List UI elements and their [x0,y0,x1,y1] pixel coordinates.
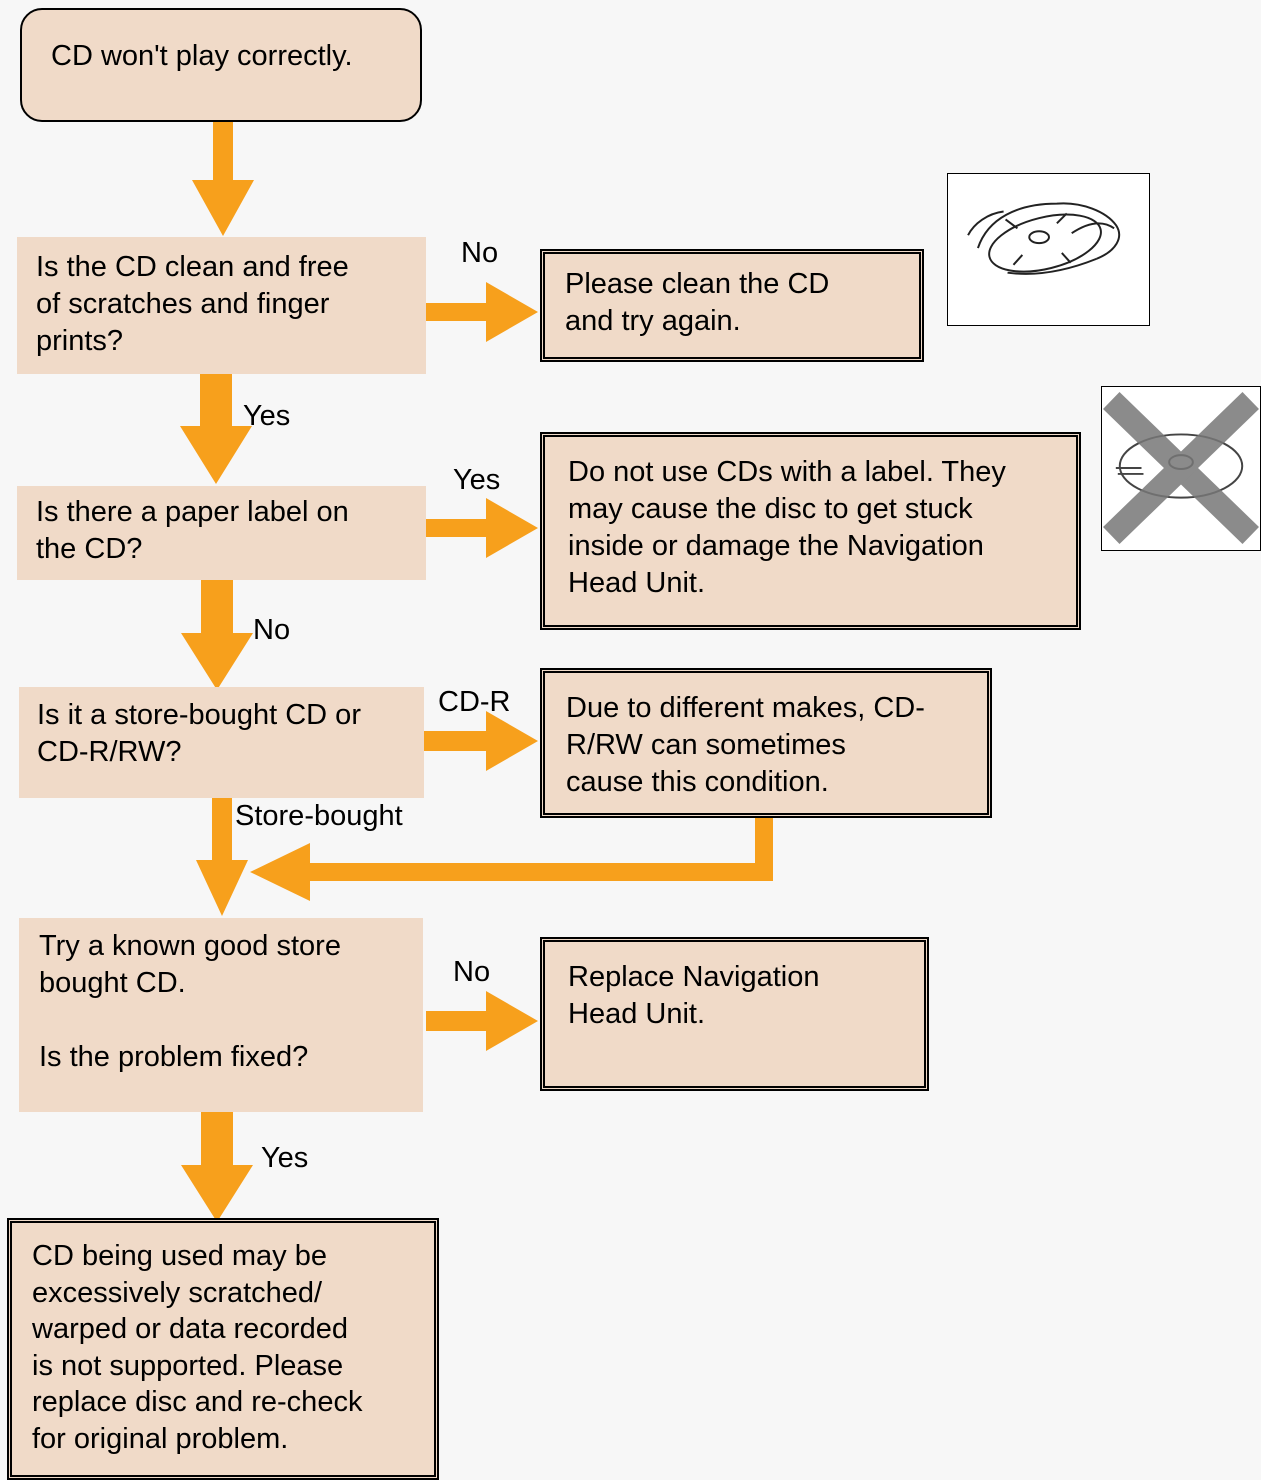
edge-label-type-store: Store-bought [235,800,403,832]
arrow-cdr-return [250,817,773,901]
result-type: Due to different makes, CD- R/RW can som… [540,668,992,818]
result-clean: Please clean the CD and try again. [540,249,924,362]
edge-label-label-yes: Yes [453,464,501,496]
edge-label-clean-yes: Yes [243,400,291,432]
question-label: Is there a paper label on the CD? [17,486,426,580]
arrow-type-store [196,798,248,916]
question-type-text: Is it a store-bought CD or CD-R/RW? [37,699,361,768]
start-node: CD won't play correctly. [20,8,422,122]
result-clean-text: Please clean the CD and try again. [565,268,830,337]
cleaning-illustration [947,173,1150,326]
question-known-good: Try a known good store bought CD. Is the… [19,918,423,1112]
question-type: Is it a store-bought CD or CD-R/RW? [19,687,424,798]
arrow-start-to-clean [192,122,254,236]
result-type-text: Due to different makes, CD- R/RW can som… [566,692,925,798]
hand-wiping-cd-icon [967,202,1121,275]
edge-label-known-yes: Yes [261,1142,309,1174]
question-clean-text: Is the CD clean and free of scratches an… [36,251,349,357]
edge-label-clean-no: No [461,237,499,269]
arrow-known-no [426,991,538,1051]
result-replace-text: Replace Navigation Head Unit. [568,961,820,1030]
arrow-type-cdr [424,711,538,771]
result-label: Do not use CDs with a label. They may ca… [540,432,1081,630]
arrow-clean-no [426,282,538,342]
arrow-label-no [181,580,253,690]
result-label-text: Do not use CDs with a label. They may ca… [568,456,1006,599]
arrow-label-yes [426,498,538,558]
start-node-text: CD won't play correctly. [51,40,353,72]
question-known-good-text: Try a known good store bought CD. Is the… [39,930,341,1073]
edge-label-known-no: No [453,956,491,988]
question-clean: Is the CD clean and free of scratches an… [17,237,426,374]
arrow-clean-yes [180,373,252,484]
arrow-known-yes [181,1112,253,1222]
result-replace: Replace Navigation Head Unit. [540,937,929,1091]
result-final: CD being used may be excessively scratch… [7,1218,439,1480]
result-final-text: CD being used may be excessively scratch… [32,1240,363,1455]
no-label-illustration [1101,386,1261,551]
crossed-out-labeled-cd-icon [1103,392,1259,545]
edge-label-label-no: No [253,614,291,646]
edge-label-type-cdr: CD-R [438,686,511,718]
question-label-text: Is there a paper label on the CD? [36,496,349,565]
